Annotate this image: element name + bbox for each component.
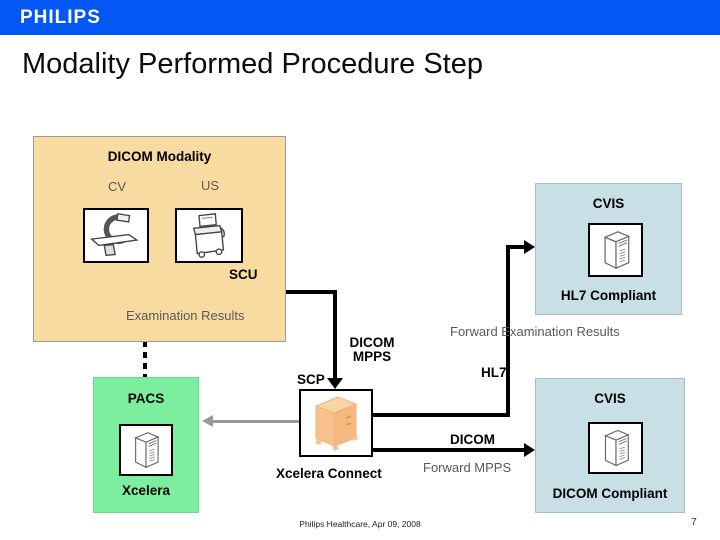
dicom-label: DICOM: [450, 432, 495, 447]
xcelera-connect-box: [299, 389, 373, 457]
server-cabinet-icon: [308, 392, 364, 454]
ultrasound-cart-icon: [180, 212, 238, 259]
pacs-title: PACS: [127, 391, 165, 406]
connector-riser-vertical: [506, 245, 510, 417]
xcelera-connect-label: Xcelera Connect: [276, 466, 382, 481]
pacs-box: PACS Xcelera: [93, 377, 199, 513]
connector-dicom-horizontal: [373, 448, 525, 452]
connector-connect-to-riser: [373, 413, 510, 417]
c-arm-machine-icon: [87, 212, 145, 259]
computer-tower-icon: [596, 228, 636, 272]
scp-label: SCP: [297, 372, 325, 387]
cvis-hl7-box: CVIS HL7 Compliant: [535, 183, 682, 315]
arrowhead-into-cvis-top-icon: [524, 240, 535, 254]
forward-examination-results-label: Forward Examination Results: [450, 324, 620, 339]
modality-box-title: DICOM Modality: [107, 149, 212, 164]
hl7-label: HL7: [481, 365, 507, 380]
dicom-mpps-label: DICOM MPPS: [336, 336, 408, 364]
scu-label: SCU: [229, 267, 258, 282]
page-title: Modality Performed Procedure Step: [22, 48, 483, 80]
connector-connect-to-pacs: [212, 420, 299, 423]
us-modality-frame: [175, 208, 243, 263]
arrowhead-into-scp-icon: [327, 378, 343, 389]
xcelera-label: Xcelera: [121, 483, 171, 498]
philips-banner: PHILIPS: [0, 0, 720, 35]
dicom-modality-box: DICOM Modality CV US: [33, 136, 286, 342]
cvis-bottom-title: CVIS: [594, 391, 626, 406]
philips-logo: PHILIPS: [20, 7, 101, 28]
examination-results-label: Examination Results: [126, 308, 245, 323]
computer-tower-icon: [127, 429, 165, 471]
arrowhead-into-cvis-bottom-icon: [524, 443, 535, 457]
cvis-bottom-computer-frame: [588, 422, 643, 474]
page-number: 7: [691, 516, 697, 528]
arrowhead-into-pacs-icon: [202, 415, 213, 427]
computer-tower-icon: [596, 427, 636, 469]
cv-label: CV: [108, 179, 127, 194]
cvis-dicom-box: CVIS DICOM Compliant: [535, 378, 685, 513]
dashed-connector-exam-to-pacs: [143, 341, 147, 377]
cvis-top-title: CVIS: [592, 196, 625, 211]
cvis-top-computer-frame: [588, 223, 643, 277]
forward-mpps-label: Forward MPPS: [423, 460, 512, 475]
dicom-compliant-label: DICOM Compliant: [552, 486, 668, 501]
cv-modality-frame: [83, 208, 149, 263]
connector-to-scp-vertical: [333, 290, 337, 380]
pacs-computer-frame: [119, 424, 173, 476]
dicom-mpps-line2: MPPS: [352, 349, 392, 364]
footer-text: Philips Healthcare, Apr 09, 2008: [299, 519, 421, 529]
connector-to-cvis-top: [508, 245, 526, 249]
hl7-compliant-label: HL7 Compliant: [560, 288, 657, 303]
us-label: US: [201, 178, 220, 193]
dicom-mpps-line1: DICOM: [349, 335, 395, 350]
